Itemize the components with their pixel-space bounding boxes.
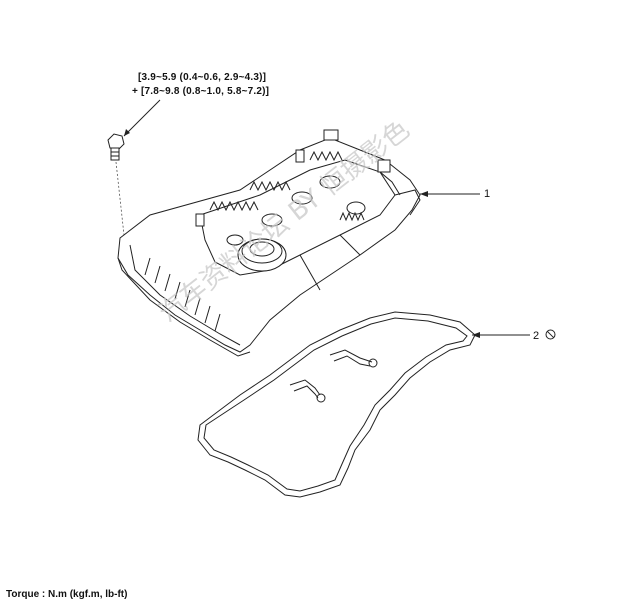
cover-bolt [107,133,125,161]
torque-spec-line-2: + [7.8~9.8 (0.8~1.0, 5.8~7.2)] [132,86,270,97]
bolt-install-line [115,161,125,236]
leader-arrow-2 [472,332,480,338]
leader-arrow-1 [420,191,428,197]
cylinder-head-cover [117,129,421,357]
do-not-reuse-icon [545,329,556,340]
bolt-leader-arrow [124,129,130,136]
callout-2: 2 [533,330,540,342]
cover-gasket [197,311,476,498]
torque-units-note: Torque : N.m (kgf.m, lb-ft) [6,589,128,600]
torque-spec-line-1: [3.9~5.9 (0.4~0.6, 2.9~4.3)] [138,72,267,83]
bolt-leader-line [123,99,161,137]
callout-1: 1 [484,188,491,200]
